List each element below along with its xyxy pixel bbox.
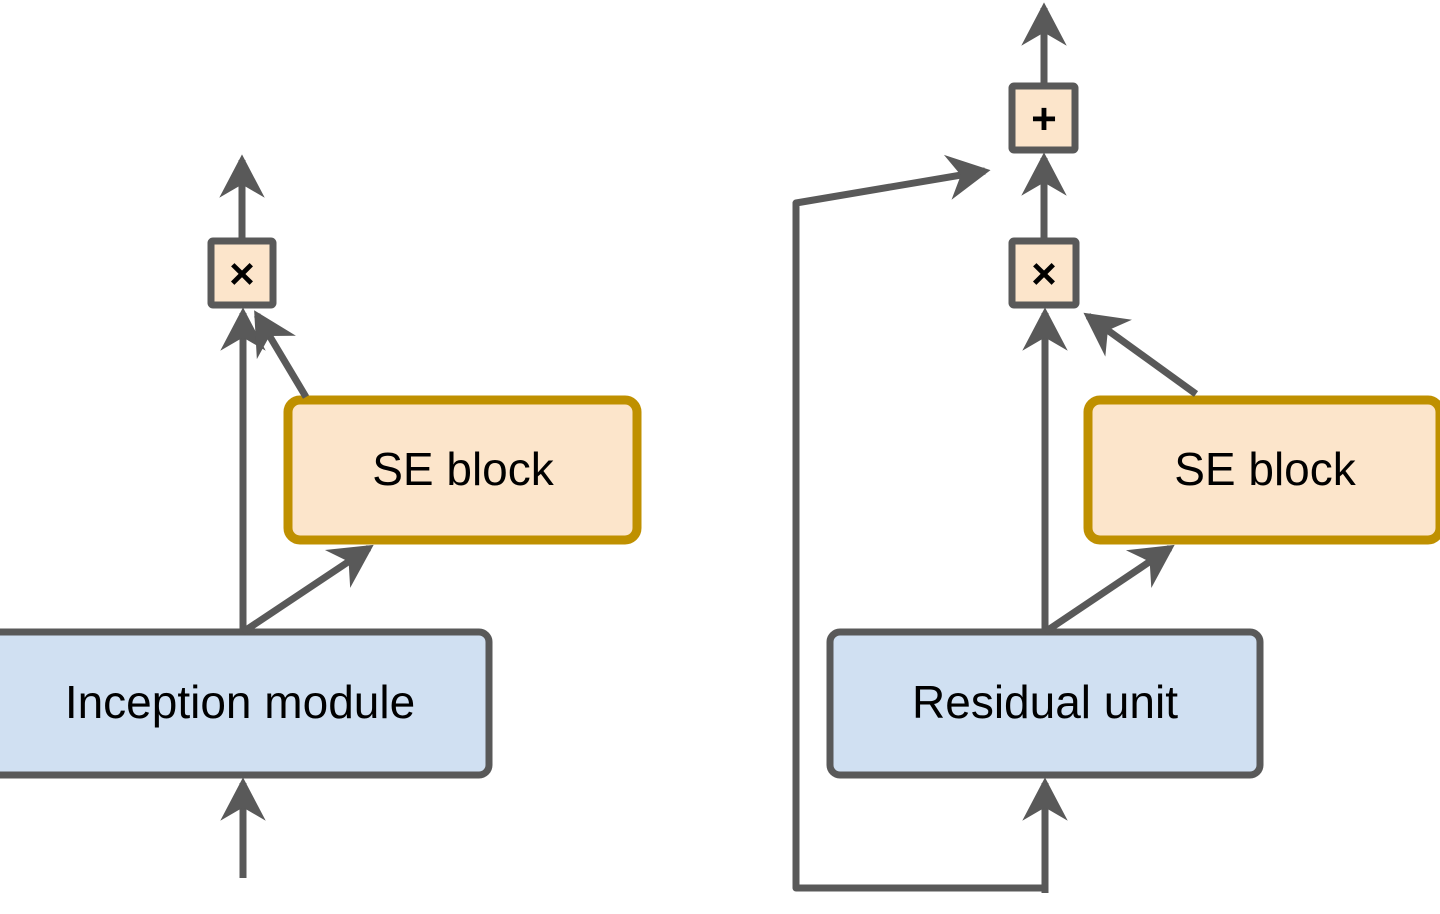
se-block-right-label: SE block bbox=[1174, 443, 1357, 495]
multiply-icon: × bbox=[1031, 250, 1057, 299]
inception-module-label: Inception module bbox=[65, 676, 415, 728]
edge-se-block-left-to-multiply bbox=[253, 310, 310, 399]
edge-inception-module-to-se-block bbox=[241, 544, 374, 635]
edge-se-block-right-to-multiply bbox=[1083, 312, 1199, 397]
panel-se-resnet: Residual unit SE block × + bbox=[792, 2, 1440, 893]
plus-icon: + bbox=[1031, 95, 1057, 144]
residual-unit-label: Residual unit bbox=[912, 676, 1178, 728]
edge-residual-unit-to-se-block bbox=[1043, 544, 1175, 635]
edge-skip-connection bbox=[792, 154, 1045, 892]
multiply-icon: × bbox=[229, 250, 255, 299]
se-block-left-label: SE block bbox=[372, 443, 555, 495]
se-block-left-box[interactable] bbox=[283, 395, 642, 545]
se-block-right-box[interactable] bbox=[1083, 395, 1440, 545]
panel-se-inception: Inception module SE block × bbox=[0, 154, 642, 878]
inception-module-box[interactable] bbox=[0, 628, 493, 779]
